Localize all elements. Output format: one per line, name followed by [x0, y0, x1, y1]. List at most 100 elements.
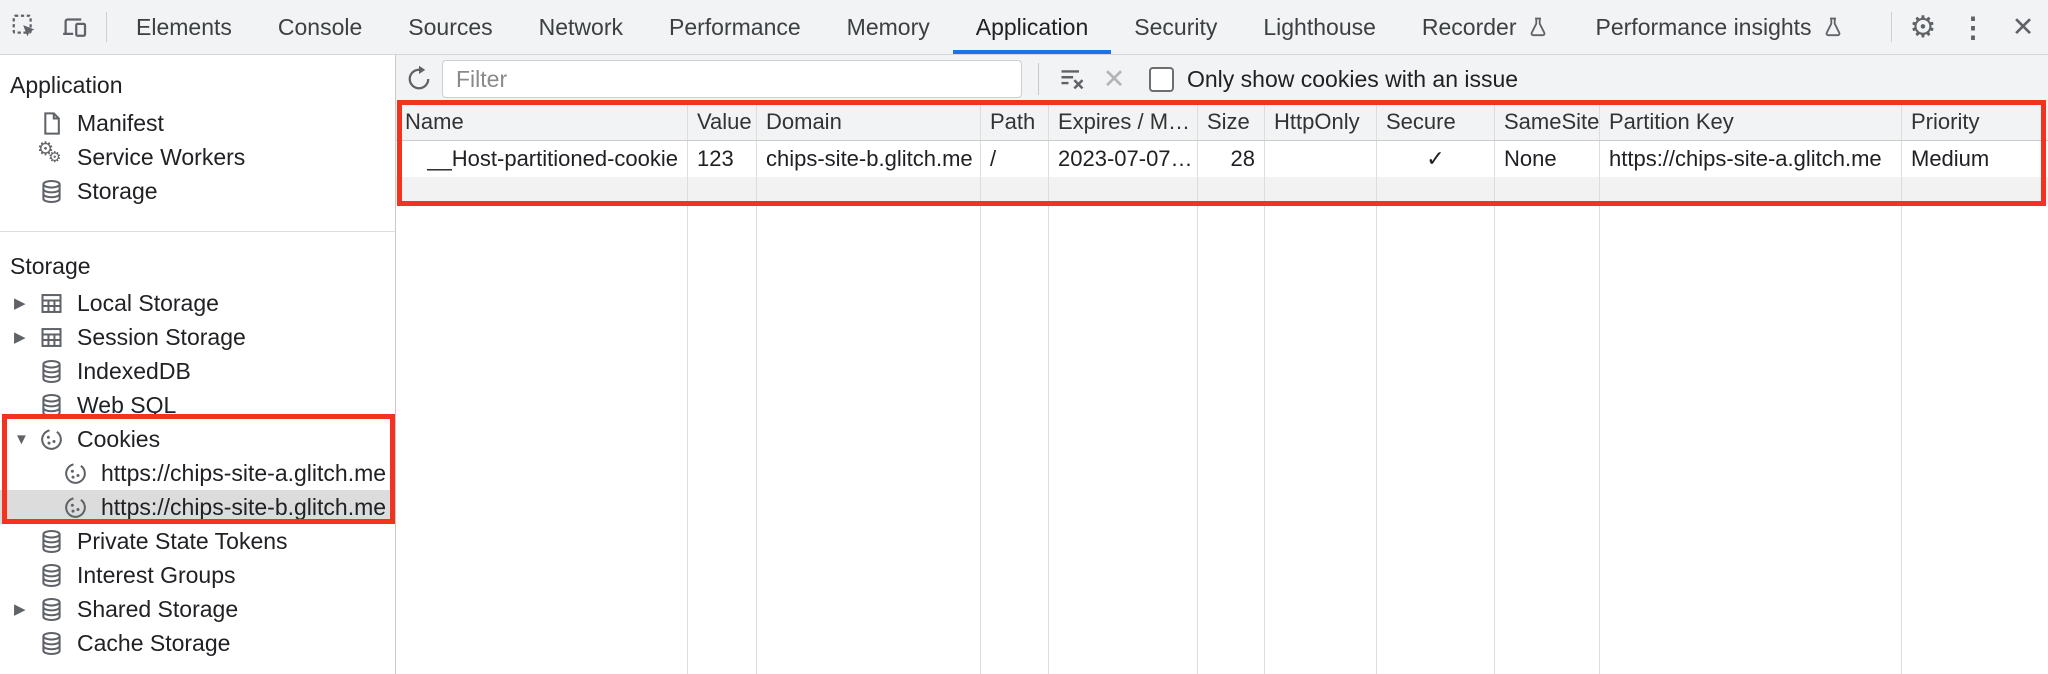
sidebar-item-shared-storage[interactable]: ▶ Shared Storage: [14, 595, 239, 623]
table-icon: [38, 324, 65, 351]
table-icon: [38, 290, 65, 317]
cookie-icon: [62, 494, 89, 521]
column-header-expires[interactable]: Expires / M…: [1049, 103, 1198, 140]
delete-cookie-button[interactable]: ✕: [1093, 64, 1135, 95]
table-empty-stripe-row: [396, 177, 2048, 204]
database-icon: [38, 596, 65, 623]
toolbar-divider: [1038, 63, 1039, 95]
cookies-toolbar: ✕ Only show cookies with an issue: [396, 55, 2048, 103]
sidebar-section-storage: Storage: [10, 253, 91, 279]
column-header-priority[interactable]: Priority: [1911, 108, 1980, 134]
filter-input[interactable]: [442, 60, 1022, 98]
chevron-down-icon[interactable]: ▼: [14, 430, 29, 448]
cell-priority[interactable]: Medium: [1911, 146, 1990, 171]
tab-lighthouse[interactable]: Lighthouse: [1263, 14, 1376, 40]
clear-filter-icon: [1061, 70, 1084, 90]
settings-button[interactable]: ⚙: [1898, 0, 1948, 54]
database-icon: [38, 358, 65, 385]
table-row[interactable]: __Host-partitioned-cookie 123 chips-site…: [396, 141, 2048, 177]
tab-performance-insights[interactable]: Performance insights: [1573, 0, 1868, 54]
sidebar-item-session-storage[interactable]: ▶ Session Storage: [14, 323, 246, 351]
tab-memory[interactable]: Memory: [846, 14, 930, 40]
database-icon: [38, 528, 65, 555]
cell-value[interactable]: 123: [688, 141, 757, 177]
sidebar-item-local-storage[interactable]: ▶ Local Storage: [14, 289, 219, 317]
tabbar-divider: [1891, 12, 1892, 42]
device-toolbar-icon: [63, 18, 87, 37]
tab-elements[interactable]: Elements: [136, 14, 232, 40]
tab-recorder[interactable]: Recorder: [1399, 0, 1573, 54]
cell-name[interactable]: __Host-partitioned-cookie: [396, 141, 688, 177]
sidebar-item-manifest[interactable]: Manifest: [0, 106, 395, 140]
sidebar-item-cookies-chips-site-b[interactable]: https://chips-site-b.glitch.me: [0, 490, 395, 524]
more-menu-icon: ⋮: [1959, 11, 1987, 43]
document-icon: [38, 110, 65, 137]
flask-icon: [1825, 17, 1840, 37]
cell-secure[interactable]: ✓: [1377, 141, 1495, 177]
cell-domain[interactable]: chips-site-b.glitch.me: [757, 141, 981, 177]
flask-icon: [1530, 17, 1545, 37]
tab-security[interactable]: Security: [1134, 14, 1218, 40]
cookie-icon: [38, 426, 65, 453]
cell-partition-key[interactable]: https://chips-site-a.glitch.me: [1600, 141, 1902, 177]
application-sidebar: Application Manifest ⚙⚙ Service Workers …: [0, 55, 396, 674]
sidebar-item-indexeddb[interactable]: IndexedDB: [0, 354, 395, 388]
tabbar-right-controls: ⚙ ⋮ ✕: [1885, 0, 2048, 54]
cell-samesite[interactable]: None: [1495, 141, 1600, 177]
sidebar-item-cache-storage[interactable]: Cache Storage: [0, 626, 395, 660]
chevron-right-icon[interactable]: ▶: [14, 329, 26, 346]
sidebar-item-web-sql[interactable]: Web SQL: [0, 388, 395, 422]
refresh-button[interactable]: [396, 64, 442, 94]
column-header-path[interactable]: Path: [981, 103, 1049, 140]
column-header-secure[interactable]: Secure: [1377, 103, 1495, 140]
column-header-domain[interactable]: Domain: [757, 103, 981, 140]
inspect-cursor-icon: [12, 14, 35, 37]
delete-icon: ✕: [1102, 63, 1126, 94]
sidebar-divider: [0, 231, 395, 232]
sidebar-item-interest-groups[interactable]: Interest Groups: [0, 558, 395, 592]
chevron-right-icon[interactable]: ▶: [14, 601, 26, 618]
cookie-icon: [62, 460, 89, 487]
database-icon: [38, 178, 65, 205]
sidebar-section-application: Application: [10, 72, 123, 98]
devtools-tabbar: Elements Console Sources Network Perform…: [0, 0, 2048, 55]
cell-expires[interactable]: 2023-07-07…: [1049, 141, 1198, 177]
cookies-table: Name Value Domain Path Expires / M… Size…: [396, 103, 2048, 674]
refresh-icon: [408, 65, 430, 90]
tab-application[interactable]: Application: [953, 0, 1112, 54]
column-header-size[interactable]: Size: [1198, 103, 1265, 140]
database-icon: [38, 392, 65, 419]
cell-path[interactable]: /: [981, 141, 1049, 177]
gear-icon: ⚙: [1909, 10, 1937, 44]
table-empty-area: [396, 204, 2048, 674]
database-icon: [38, 630, 65, 657]
column-header-httponly[interactable]: HttpOnly: [1265, 103, 1377, 140]
tab-performance[interactable]: Performance: [669, 14, 801, 40]
tab-sources[interactable]: Sources: [408, 14, 493, 40]
sidebar-item-service-workers[interactable]: ⚙⚙ Service Workers: [37, 138, 246, 170]
cell-size[interactable]: 28: [1198, 141, 1265, 177]
device-toolbar-button[interactable]: [50, 0, 100, 54]
clear-filter-button[interactable]: [1051, 65, 1093, 93]
tabbar-divider: [106, 12, 107, 42]
column-header-partition-key[interactable]: Partition Key: [1600, 103, 1902, 140]
more-options-button[interactable]: ⋮: [1948, 0, 1998, 54]
column-header-value[interactable]: Value: [688, 103, 757, 140]
sidebar-item-storage[interactable]: Storage: [0, 174, 395, 208]
chevron-right-icon[interactable]: ▶: [14, 295, 26, 312]
close-icon: ✕: [2011, 11, 2035, 42]
cookies-table-header: Name Value Domain Path Expires / M… Size…: [396, 103, 2048, 141]
inspect-element-button[interactable]: [0, 0, 50, 54]
sidebar-item-cookies-chips-site-a[interactable]: https://chips-site-a.glitch.me: [0, 456, 395, 490]
database-icon: [38, 562, 65, 589]
only-show-issue-checkbox[interactable]: [1149, 66, 1174, 92]
column-header-samesite[interactable]: SameSite: [1495, 103, 1600, 140]
close-devtools-button[interactable]: ✕: [1998, 0, 2048, 54]
cell-httponly[interactable]: [1265, 141, 1377, 177]
cookies-panel: ✕ Only show cookies with an issue Name V…: [396, 55, 2048, 674]
sidebar-item-cookies[interactable]: ▼ Cookies: [14, 425, 161, 453]
tab-console[interactable]: Console: [277, 14, 363, 40]
sidebar-item-private-state-tokens[interactable]: Private State Tokens: [0, 524, 395, 558]
column-header-name[interactable]: Name: [396, 103, 688, 140]
tab-network[interactable]: Network: [538, 14, 623, 40]
